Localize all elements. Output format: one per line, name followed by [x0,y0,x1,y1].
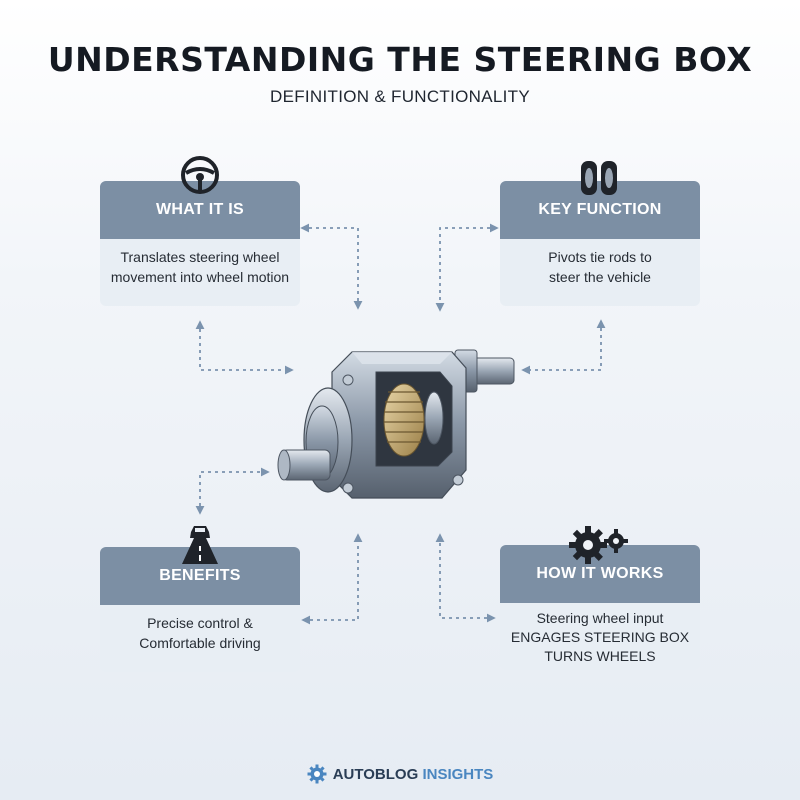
arrow-key-to-box [435,223,499,312]
arrow-key-to-shaft [521,319,606,375]
gear-icon [307,764,327,784]
tires-icon [581,161,617,195]
card-key-function: KEY FUNCTION Pivots tie rods to steer th… [500,181,700,306]
card-header: KEY FUNCTION [500,181,700,239]
page-subtitle: DEFINITION & FUNCTIONALITY [270,87,530,106]
card-description: Steering wheel input ENGAGES STEERING BO… [510,610,690,664]
arrow-what-to-box [300,223,363,310]
card-description: Translates steering wheel movement into … [110,249,290,285]
gears-icon [569,526,628,564]
page-title: UNDERSTANDING THE STEERING BOX [47,40,753,79]
steering-wheel-icon [181,156,219,194]
road-car-icon [182,526,218,564]
arrow-what-to-body [195,320,294,375]
card-description: Precise control & Comfortable driving [139,615,261,651]
brand-name: AUTOBLOG INSIGHTS [332,765,494,783]
card-what-it-is: WHAT IT IS Translates steering wheel mov… [100,181,300,306]
arrow-benefits-to-box [195,467,270,515]
footer-brand: AUTOBLOG INSIGHTS [0,764,800,784]
card-description: Pivots tie rods to steer the vehicle [548,249,652,285]
